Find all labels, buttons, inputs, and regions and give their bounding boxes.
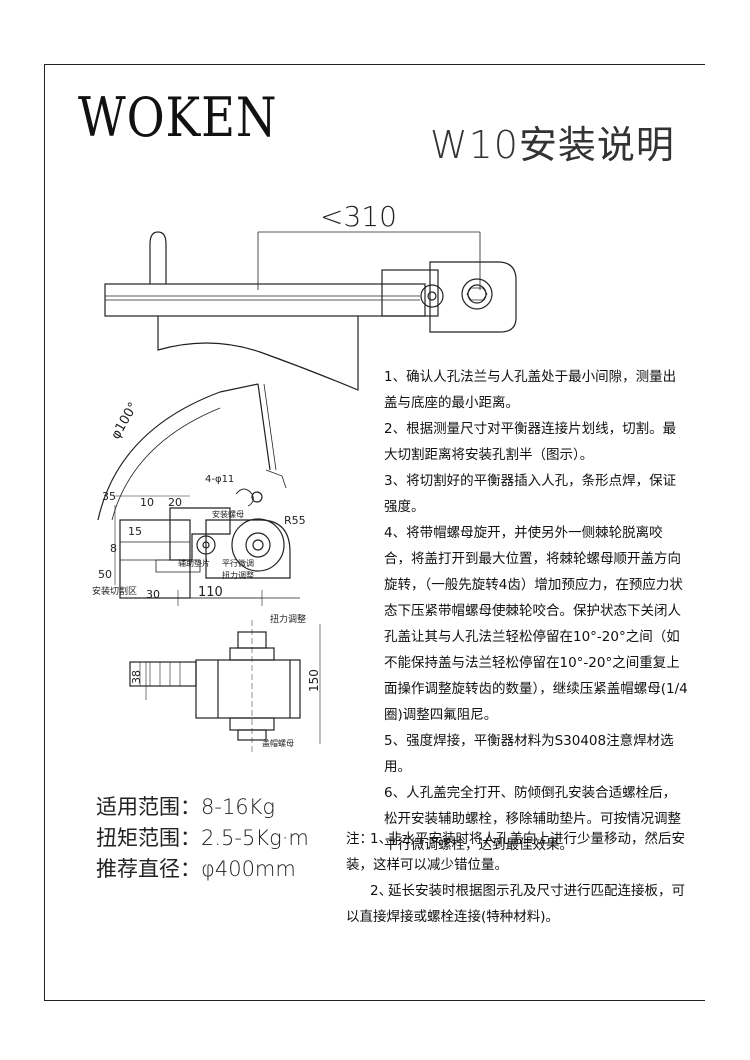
step-2: 2、根据测量尺寸对平衡器连接片划线，切割。最大切割距离将安装孔割半（图示）。	[384, 421, 677, 463]
spec-list: 适用范围：8-16Kg 扭矩范围：2.5-5Kg·m 推荐直径：φ400mm	[96, 792, 309, 885]
dim-38: 38	[130, 670, 143, 684]
installation-steps: 1、确认人孔法兰与人孔盖处于最小间隙，测量出盖与底座的最小距离。 2、根据测量尺…	[384, 364, 689, 858]
nut-outer	[461, 278, 493, 310]
spec-row: 扭矩范围：2.5-5Kg·m	[96, 826, 309, 850]
step-3: 3、将切割好的平衡器插入人孔，条形点焊，保证强度。	[384, 473, 677, 515]
notes-section: 注：1、非水平安装时将人孔盖向上进行少量移动，然后安装，这样可以减少错位量。 2…	[346, 826, 691, 930]
label-torque-bolt: 扭力调整	[222, 570, 254, 580]
front-body	[195, 659, 301, 719]
dim-50: 50	[98, 568, 112, 581]
note-text: 非水平安装时将人孔盖向上进行少量移动，然后安装，这样可以减少错位量。	[346, 831, 685, 873]
notes-prefix: 注：	[346, 831, 373, 847]
dim-15: 15	[128, 525, 142, 538]
dim-text-diameter: φ100°	[108, 400, 141, 442]
dim-text-310: <310	[320, 200, 397, 233]
page-title: W10安装说明	[430, 123, 675, 167]
step-5: 5、强度焊接，平衡器材料为S30408注意焊材选用。	[384, 733, 674, 775]
housing-body	[429, 261, 517, 333]
lid-edge	[257, 383, 271, 471]
label-install-nut: 安装螺母	[212, 509, 244, 519]
dim-10: 10	[140, 496, 154, 509]
ratchet-wheel	[231, 518, 285, 572]
spec-value: φ400mm	[201, 857, 296, 881]
drawing-sheet-border	[44, 64, 705, 1001]
label-fine-nut: 平行微调	[222, 558, 254, 568]
pin-outline	[149, 231, 167, 284]
lid-arc	[97, 383, 259, 521]
note-number: 2、	[370, 883, 393, 899]
dim-r55: R55	[284, 514, 306, 527]
label-cap-nut: 盖帽螺母	[262, 738, 294, 748]
label-cut-zone: 安装切割区	[92, 585, 137, 597]
brand-logo: WOKEN	[78, 86, 278, 149]
spec-label: 扭矩范围	[96, 826, 180, 850]
plate-below-arm	[157, 316, 359, 391]
pivot-circle	[420, 284, 444, 308]
spec-label: 适用范围	[96, 795, 180, 819]
dim-30: 30	[146, 588, 160, 601]
label-adj-nut: 扭力调整	[270, 613, 306, 625]
step-4: 4、将带帽螺母旋开，并使另外一侧棘轮脱离咬合，将盖打开到最大位置，将棘轮螺母顺开…	[384, 525, 688, 723]
spec-value: 8-16Kg	[201, 795, 276, 819]
step-1: 1、确认人孔法兰与人孔盖处于最小间隙，测量出盖与底座的最小距离。	[384, 369, 677, 411]
note-1: 注：1、非水平安装时将人孔盖向上进行少量移动，然后安装，这样可以减少错位量。	[346, 826, 691, 878]
spec-label: 推荐直径	[96, 857, 180, 881]
spec-row: 推荐直径：φ400mm	[96, 857, 296, 881]
dim-35: 35	[102, 490, 116, 503]
dim-110: 110	[198, 585, 223, 600]
spec-row: 适用范围：8-16Kg	[96, 795, 276, 819]
note-2: 2、延长安装时根据图示孔及尺寸进行匹配连接板，可以直接焊接或螺栓连接(特种材料)…	[346, 878, 691, 930]
note-number: 1、	[370, 831, 393, 847]
step-6: 6、人孔盖完全打开、防倾倒孔安装合适螺栓后，松开安装辅助螺栓，移除辅助垫片。可按…	[384, 785, 681, 853]
dim-8: 8	[110, 542, 117, 555]
housing-left	[381, 269, 439, 317]
dim-20: 20	[168, 496, 182, 509]
note-text: 延长安装时根据图示孔及尺寸进行匹配连接板，可以直接焊接或螺栓连接(特种材料)。	[346, 883, 685, 925]
spec-value: 2.5-5Kg·m	[201, 826, 309, 850]
side-shaft	[129, 661, 197, 687]
label-aux-bolt: 辅助垫片	[178, 558, 210, 568]
dim-150: 150	[307, 669, 321, 692]
wheel-housing	[205, 519, 291, 579]
hole-label: 4-φ11	[205, 474, 234, 485]
